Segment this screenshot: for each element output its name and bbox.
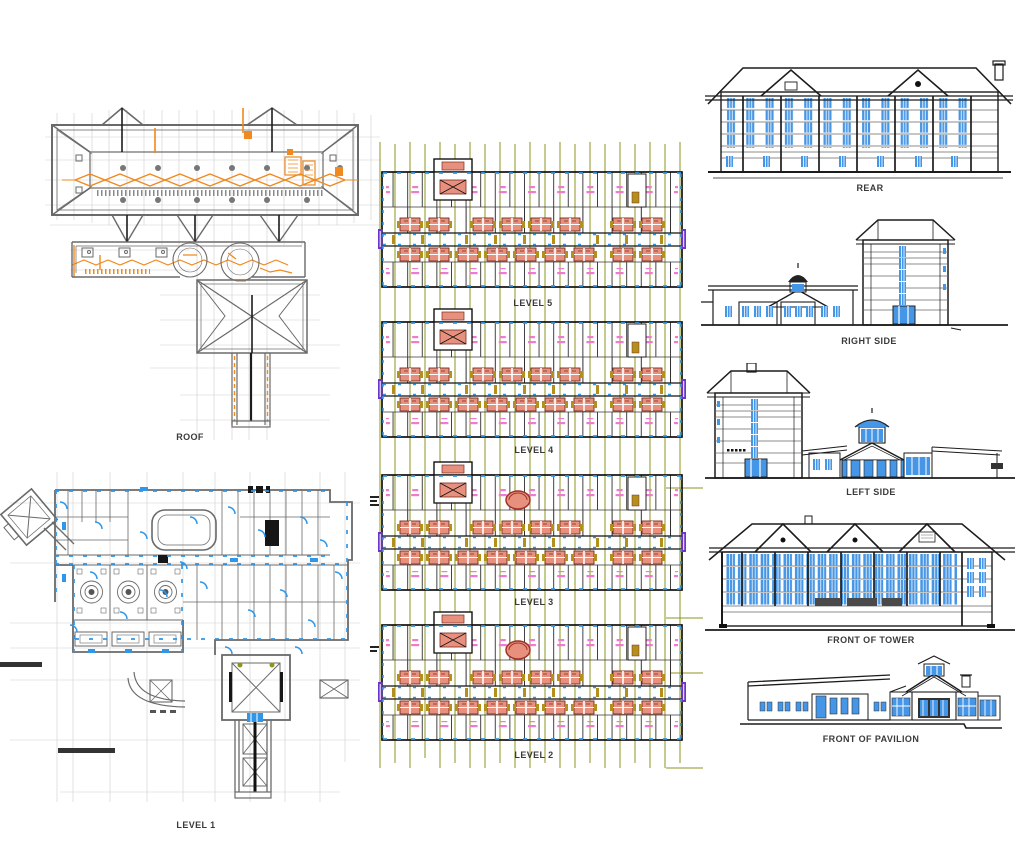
level1-plan-drawing <box>0 462 368 837</box>
level1-angled-wing <box>0 487 59 547</box>
front-of-tower-elevation-drawing <box>697 508 1024 643</box>
rear-roof <box>705 60 1013 105</box>
level1-plan-svg <box>0 472 360 802</box>
rear-elevation-drawing <box>693 52 1023 192</box>
rear-windows <box>723 98 975 148</box>
fp-left-wing <box>747 674 891 721</box>
roof-tick-strip <box>95 190 323 196</box>
roof-plan-label: ROOF <box>176 432 204 442</box>
level1-tower-footprint <box>127 654 349 722</box>
level4-plan <box>378 309 686 437</box>
roof-plan-drawing <box>40 95 385 465</box>
left-side-elevation-label: LEFT SIDE <box>846 487 896 497</box>
level1-rotundas <box>73 565 183 647</box>
fp-pavilion <box>889 655 1001 721</box>
front-of-pavilion-elevation-label: FRONT OF PAVILION <box>822 734 920 744</box>
level3-red-rotunda <box>505 490 531 510</box>
roof-corridor <box>231 353 271 428</box>
level2-plan-label: LEVEL 2 <box>514 750 554 760</box>
level5-plan-label: LEVEL 5 <box>513 298 553 308</box>
rs-tower <box>855 219 956 326</box>
front-of-tower-elevation-svg <box>705 515 1015 631</box>
level3-plan-label: LEVEL 3 <box>514 597 554 607</box>
ls-tower <box>706 362 811 479</box>
front-of-pavilion-elevation-drawing <box>712 652 1012 752</box>
keynote-marks <box>370 496 379 652</box>
level2-plan <box>378 612 686 740</box>
roof-plan-svg <box>45 106 380 440</box>
roof-lower-band <box>71 241 306 282</box>
roof-vent-dots <box>120 165 343 203</box>
level4-plan-label: LEVEL 4 <box>514 445 554 455</box>
level1-doors-blue <box>55 487 348 655</box>
level1-outline <box>54 489 353 655</box>
levels-stack-drawing <box>368 128 703 783</box>
level5-plan <box>378 159 686 287</box>
front-of-pavilion-elevation-svg <box>740 655 1002 729</box>
roof-pavilion <box>196 279 308 354</box>
right-side-elevation-label: RIGHT SIDE <box>841 336 897 346</box>
rear-floor-lines <box>721 109 998 159</box>
fp-ground-line <box>740 723 1002 729</box>
ft-base <box>705 552 1015 631</box>
rear-elevation-svg <box>705 60 1013 179</box>
roof-ductwork-orange <box>62 108 358 277</box>
left-side-elevation-svg <box>705 362 1015 479</box>
rear-elevation-label: REAR <box>856 183 884 193</box>
structural-grid-olive <box>379 142 703 769</box>
ft-floor-lines <box>722 565 992 613</box>
levels-stack-svg <box>370 142 703 769</box>
right-side-elevation-svg <box>701 219 1008 331</box>
level1-plan-label: LEVEL 1 <box>176 820 216 830</box>
left-side-elevation-drawing <box>697 362 1024 493</box>
level2-red-rotunda <box>505 640 531 660</box>
right-side-elevation-drawing <box>693 210 1023 340</box>
roof-main-mass <box>51 106 359 243</box>
level1-corridor <box>234 720 272 799</box>
level1-cores <box>0 486 279 753</box>
front-of-tower-elevation-label: FRONT OF TOWER <box>827 635 915 645</box>
level1-ballroom <box>151 509 217 551</box>
level3-plan <box>378 462 686 590</box>
ft-roof <box>708 515 1015 561</box>
rs-pavilion <box>701 263 858 326</box>
ls-pavilion <box>801 408 1003 479</box>
